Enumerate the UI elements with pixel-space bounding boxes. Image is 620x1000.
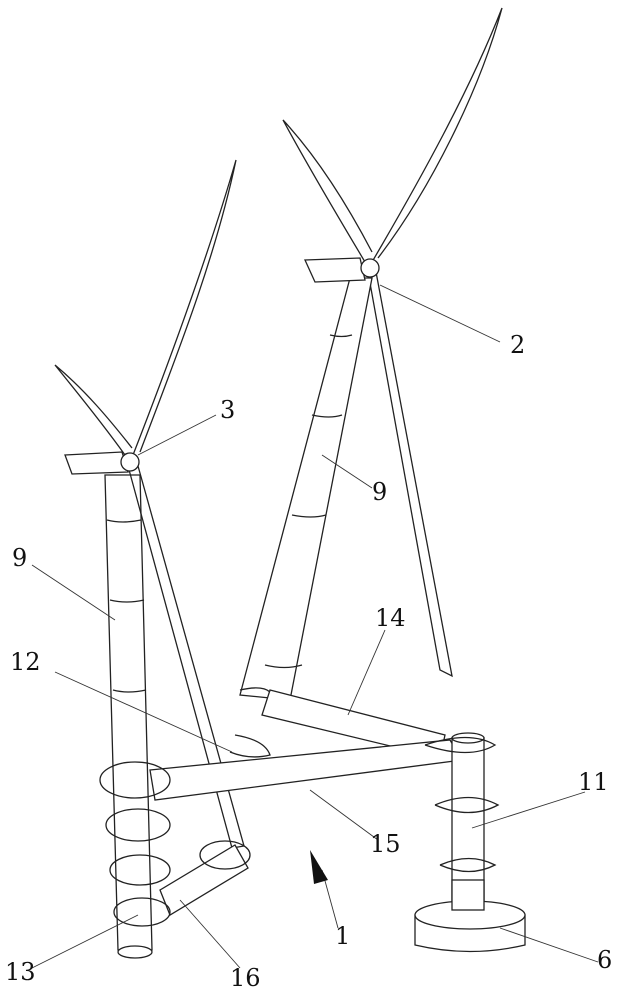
label-pile-left: 13 xyxy=(5,960,36,984)
label-tower-left: 9 xyxy=(12,546,27,570)
label-arrow: 1 xyxy=(335,924,350,948)
label-rotor-left: 3 xyxy=(220,398,235,422)
left-nacelle xyxy=(65,452,139,474)
label-helical-plate: 12 xyxy=(10,650,41,674)
label-base: 6 xyxy=(597,948,612,972)
label-brace-upper: 14 xyxy=(375,606,406,630)
braces xyxy=(150,690,462,915)
label-tower-right: 9 xyxy=(372,480,387,504)
label-brace-lower: 16 xyxy=(230,966,261,990)
right-tower xyxy=(240,278,372,700)
right-pile xyxy=(415,733,525,952)
label-rotor-right: 2 xyxy=(510,333,525,357)
label-brace-middle: 15 xyxy=(370,832,401,856)
right-rotor-blades xyxy=(283,8,502,676)
label-pile-right: 11 xyxy=(578,770,609,794)
direction-arrow xyxy=(310,850,338,928)
